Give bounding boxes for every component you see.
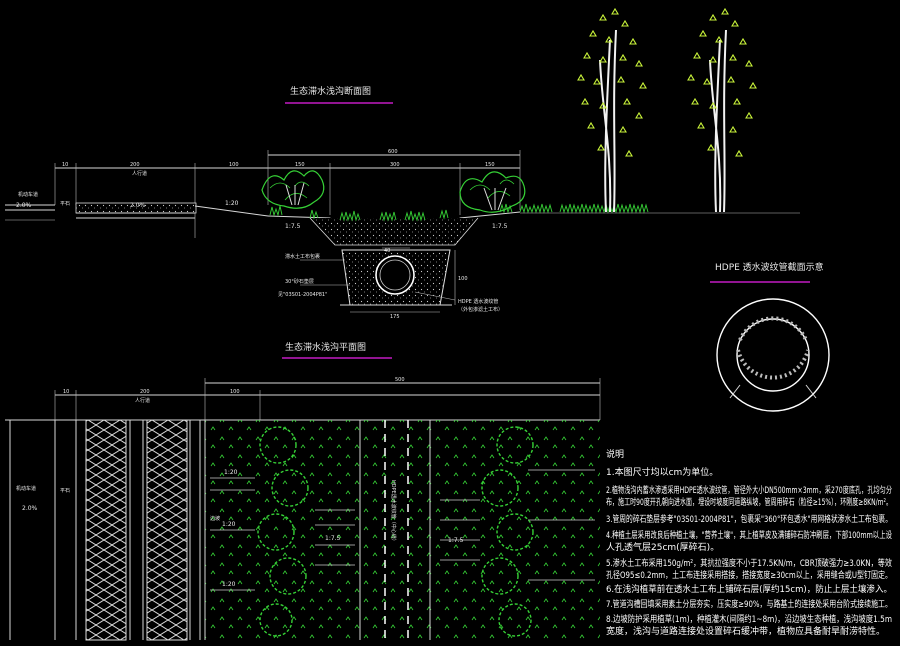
plan-title: 生态滞水浅沟平面图 <box>285 341 366 353</box>
note-8b: 宽度，浅沟与道路连接处设置碎石缓冲带，植物应具备耐旱耐涝特性。 <box>606 625 885 637</box>
swale-trench: 1:7.5 1:7.5 40 175 100 <box>267 211 521 320</box>
plan-left-road-label: 机动车道 <box>16 485 36 492</box>
dim-40: 40 <box>384 248 390 254</box>
dim-150-left: 150 <box>295 162 305 168</box>
dim-100: 100 <box>229 162 239 168</box>
curb-label: 平石 <box>60 201 70 207</box>
note-5b: 孔径O95≤0.2mm，土工布连接采用搭接，搭接宽度≥30cm以上，采用缝合或U… <box>606 569 892 581</box>
plan-scale-2: 1:20 <box>222 521 236 528</box>
notes-header: 说明 <box>606 448 624 460</box>
section-grass <box>269 203 800 222</box>
slope-1-20: 1:20 <box>225 200 239 207</box>
slope-1-7-5-left: 1:7.5 <box>285 223 301 230</box>
dim-600: 600 <box>388 149 398 155</box>
notes-block: 说明 1.本图尺寸均以cm为单位。 2.植物浅沟内蓄水渗透采用HDPE透水波纹管… <box>606 448 892 637</box>
slope-1-7-5-right: 1:7.5 <box>492 223 508 230</box>
tree-right <box>687 7 757 213</box>
plan-scale-1: 1:20 <box>224 469 238 476</box>
plan-slope: 2.0% <box>22 505 38 512</box>
section-annotations: 滞水土工布包裹 30°砂石垫层 见"03S01-2004P81" HDPE 透水… <box>278 253 503 313</box>
ann-gravel-bed: 30°砂石垫层 <box>285 278 314 285</box>
plan-scale-5: 1:7.5 <box>325 535 341 542</box>
paving-strip-1 <box>85 419 127 641</box>
note-1: 1.本图尺寸均以cm为单位。 <box>606 466 718 478</box>
section-view: 生态滞水浅沟断面图 10 200 100 600 150 300 150 人行道 <box>5 7 800 320</box>
ann-hdpe: HDPE 透水波纹管 <box>458 298 498 305</box>
plan-shrubs-left <box>257 426 309 637</box>
section-dimension-line: 10 200 100 600 150 300 150 人行道 <box>54 149 521 215</box>
dim-150-right: 150 <box>485 162 495 168</box>
note-7: 7.管道沟槽回填采用素土分层夯实，压实度≥90%，与路基土的连接处采用台阶式接续… <box>606 598 892 610</box>
plan-dimension-line: 10 200 100 500 人行道 <box>54 377 601 420</box>
plan-dim-200: 200 <box>140 389 150 395</box>
note-6: 6.在浅沟植草前在透水土工布上铺碎石层(厚约15cm)，防止上层土壤渗入。 <box>606 583 892 595</box>
plan-dim-100: 100 <box>230 389 240 395</box>
plan-curb-label: 平石 <box>60 488 70 494</box>
dim-175: 175 <box>390 314 400 320</box>
note-4: 4.种植土层采用改良后种植土壤，"营养土壤"，其上植草皮及满铺碎石防冲刷层，下部… <box>606 529 892 541</box>
note-3: 3.管周的碎石垫层参考"03S01-2004P81"，包裹采"360°环包透水"… <box>606 513 892 525</box>
detail-title: HDPE 透水波纹管截面示意 <box>715 261 824 273</box>
dim-10: 10 <box>62 162 68 168</box>
ann-ref: 见"03S01-2004P81" <box>278 292 327 298</box>
note-4b: 人孔透气层25cm(厚碎石)。 <box>606 541 719 553</box>
note-2: 2.植物浅沟内蓄水渗透采用HDPE透水波纹管，管径外大小DN500mm×3mm，… <box>606 484 892 496</box>
pipe-label: HDPE透水波纹管（中心线） <box>390 480 397 544</box>
ann-hdpe-wrap: （外包渗滤土工布） <box>458 306 503 313</box>
note-5: 5.渗水土工布采用150g/m²，其抗拉强度不小于17.5KN/m，CBR顶破强… <box>606 557 892 569</box>
shrub-right <box>459 171 526 213</box>
pipe-detail: HDPE 透水波纹管截面示意 <box>710 261 830 412</box>
section-sidewalk-label: 人行道 <box>132 170 147 177</box>
tree-left <box>577 7 647 213</box>
plan-view: 生态滞水浅沟平面图 10 200 100 500 人行道 机动车道 2.0% 平… <box>5 341 601 641</box>
plan-side-label: 边坡 <box>210 515 220 522</box>
plan-sidewalk-label: 人行道 <box>135 397 150 404</box>
section-title: 生态滞水浅沟断面图 <box>290 85 371 97</box>
paving-strip-2 <box>146 419 188 641</box>
plan-scale-6: 1:7.5 <box>448 537 464 544</box>
dim-300: 300 <box>390 162 400 168</box>
dim-100-depth: 100 <box>458 276 468 282</box>
ann-geotextile: 滞水土工布包裹 <box>285 253 320 260</box>
swale-grass-area <box>205 420 600 640</box>
hdpe-pipe-section <box>375 255 415 295</box>
left-road-label: 机动车道 <box>18 191 38 198</box>
note-8: 8.边坡防护采用植草(1m)，种植灌木(间隔约1~8m)，沿边坡生态种植，浅沟坡… <box>606 613 892 625</box>
road-profile: 机动车道 2.0% 平石 2.0% 1:20 <box>5 191 269 238</box>
slope-hatch <box>210 469 595 591</box>
shrub-left <box>261 170 325 209</box>
slope-left: 2.0% <box>16 202 32 209</box>
plan-shrubs-right <box>481 426 534 637</box>
plan-dim-500: 500 <box>395 377 405 383</box>
plan-scale-3: 1:20 <box>222 581 236 588</box>
dim-200: 200 <box>130 162 140 168</box>
note-2b: 布，施工时90度开孔朝向进水面，埋设时坡度同道路纵坡，管周用碎石（粒径≥15%）… <box>606 496 892 508</box>
plan-dim-10: 10 <box>63 389 69 395</box>
slope-sidewalk: 2.0% <box>130 202 146 209</box>
